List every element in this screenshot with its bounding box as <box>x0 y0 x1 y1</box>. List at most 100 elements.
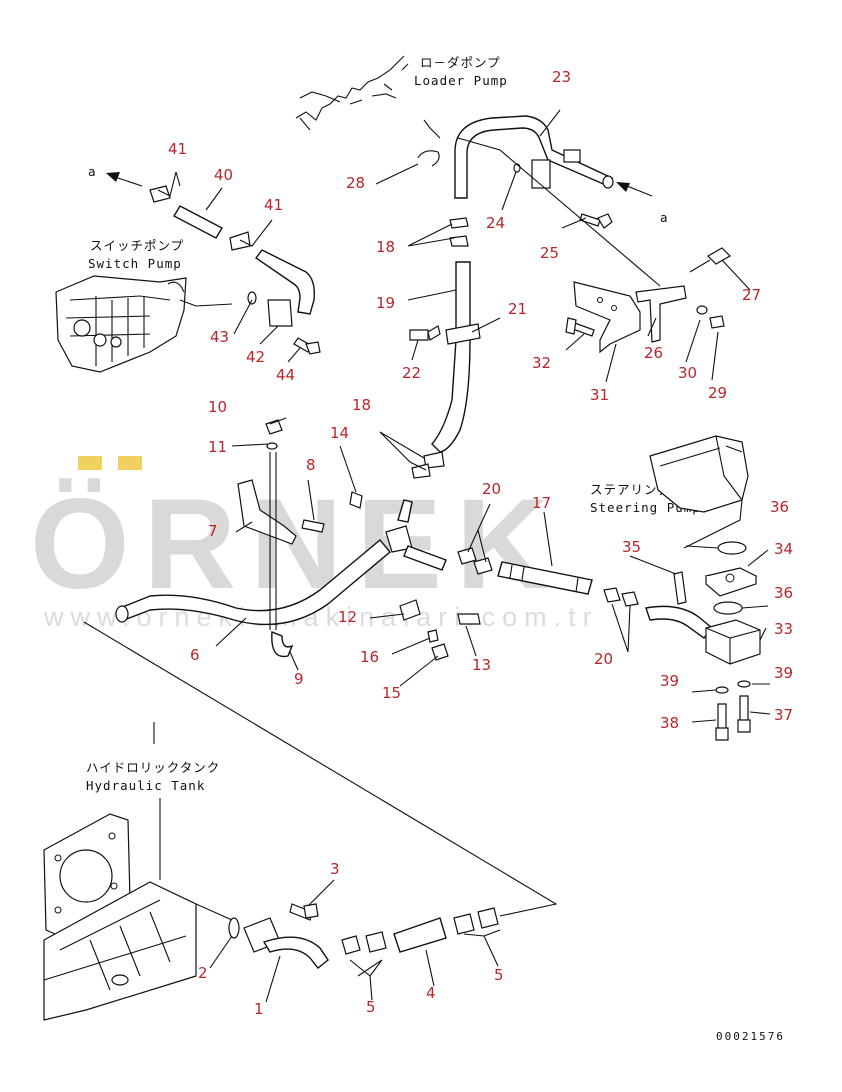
clamp-12 <box>399 599 421 621</box>
callout-27: 27 <box>742 286 761 304</box>
callout-42: 42 <box>246 348 265 366</box>
clamp-41-left <box>149 185 171 203</box>
washer-39-left <box>715 686 729 694</box>
clamp-5-left-a <box>341 935 361 955</box>
tee-lower <box>403 545 447 571</box>
callout-44: 44 <box>276 366 295 384</box>
callout-6: 6 <box>190 646 200 664</box>
hydraulic-tank-label-en: Hydraulic Tank <box>86 778 205 793</box>
washer-11 <box>266 442 278 450</box>
pipe-23-bracket <box>563 149 581 163</box>
callout-5-left: 5 <box>366 998 376 1016</box>
callout-28: 28 <box>346 174 365 192</box>
callout-33: 33 <box>774 620 793 638</box>
callout-43: 43 <box>210 328 229 346</box>
loader-pump-outline <box>295 55 441 139</box>
callout-12: 12 <box>338 608 357 626</box>
bracket-7 <box>237 479 297 545</box>
clamp-20-upper-b <box>473 557 493 575</box>
callout-19: 19 <box>376 294 395 312</box>
loader-pump-label-jp: ロ－ダポンプ <box>420 55 501 70</box>
callout-29: 29 <box>708 384 727 402</box>
washer-39-right <box>737 680 751 688</box>
clamp-5-right-b <box>477 907 499 929</box>
callout-39-left: 39 <box>660 672 679 690</box>
callout-38: 38 <box>660 714 679 732</box>
loader-pump-label-en: Loader Pump <box>414 73 508 88</box>
callout-20-lower: 20 <box>594 650 613 668</box>
pipe-33 <box>645 605 713 639</box>
steering-pump-label-en: Steering Pump <box>590 500 701 515</box>
callout-leaders <box>157 109 771 1003</box>
callout-7: 7 <box>208 522 218 540</box>
rod-9 <box>269 452 277 630</box>
callout-18-upper: 18 <box>376 238 395 256</box>
callout-23: 23 <box>552 68 571 86</box>
bolt-27 <box>707 247 731 265</box>
clamp-20-lower-b <box>621 591 639 607</box>
callout-22: 22 <box>402 364 421 382</box>
clamp-20-upper-a <box>457 547 477 565</box>
callout-39-right: 39 <box>774 664 793 682</box>
callout-21: 21 <box>508 300 527 318</box>
tee-upper <box>397 499 413 523</box>
o-ring-36-upper <box>717 541 747 555</box>
hose-40 <box>173 205 223 239</box>
callout-15: 15 <box>382 684 401 702</box>
clamp-21 <box>445 323 481 345</box>
block-42 <box>267 299 293 327</box>
gasket-2 <box>228 917 240 939</box>
callout-30: 30 <box>678 364 697 382</box>
pipe-6 <box>119 539 391 626</box>
callout-10: 10 <box>208 398 227 416</box>
callout-24: 24 <box>486 214 505 232</box>
callout-41-upper-right: 41 <box>264 196 283 214</box>
o-ring-28 <box>417 150 440 167</box>
flange-33 <box>705 619 761 665</box>
callout-4: 4 <box>426 984 436 1002</box>
switch-pump-outline <box>55 275 233 373</box>
callout-11: 11 <box>208 438 227 456</box>
hydraulic-tank-label-jp: ハイドロリックタンク <box>86 760 220 775</box>
callout-5-right: 5 <box>494 966 504 984</box>
callout-16: 16 <box>360 648 379 666</box>
callout-40: 40 <box>214 166 233 184</box>
callout-18-lower: 18 <box>352 396 371 414</box>
washer-16 <box>427 629 439 643</box>
bolt-13 <box>457 613 481 625</box>
hose-19 <box>431 261 471 453</box>
steering-pump-outline <box>649 435 749 549</box>
arrow-a-left-label: a <box>88 164 97 179</box>
arrow-a-right-label: a <box>660 210 669 225</box>
drawing-code: 00021576 <box>716 1030 785 1043</box>
hydraulic-tank-outline <box>43 813 197 1021</box>
callout-26: 26 <box>644 344 663 362</box>
callout-8: 8 <box>306 456 316 474</box>
clamp-18-upper-a <box>449 217 469 229</box>
callout-34: 34 <box>774 540 793 558</box>
bolt-8 <box>301 519 325 533</box>
bolt-14 <box>349 491 363 509</box>
hose-17 <box>497 561 593 595</box>
callout-13: 13 <box>472 656 491 674</box>
clamp-18-lower-b <box>411 463 431 479</box>
pipe-switch <box>255 249 316 315</box>
connection-line-bracket <box>457 137 661 287</box>
callout-3: 3 <box>330 860 340 878</box>
callout-9: 9 <box>294 670 304 688</box>
callout-36-upper: 36 <box>770 498 789 516</box>
switch-pump-label-jp: スイッチポンプ <box>90 238 184 253</box>
clamp-18-upper-b <box>449 235 469 247</box>
pipe-23-flange <box>531 159 551 189</box>
hose-4 <box>393 917 447 953</box>
switch-pump-label-en: Switch Pump <box>88 256 182 271</box>
clamp-5-right-a <box>453 913 475 935</box>
clamp-20-lower-a <box>603 587 621 603</box>
watermark: ÖRNEK www.ornekiomakinalari.com.tr <box>30 456 592 632</box>
nut-29 <box>709 315 725 329</box>
clamp-41-right <box>229 231 251 251</box>
bolt-22 <box>409 329 429 341</box>
clamp-18-lower-a <box>423 451 445 469</box>
washer-30 <box>696 305 708 315</box>
